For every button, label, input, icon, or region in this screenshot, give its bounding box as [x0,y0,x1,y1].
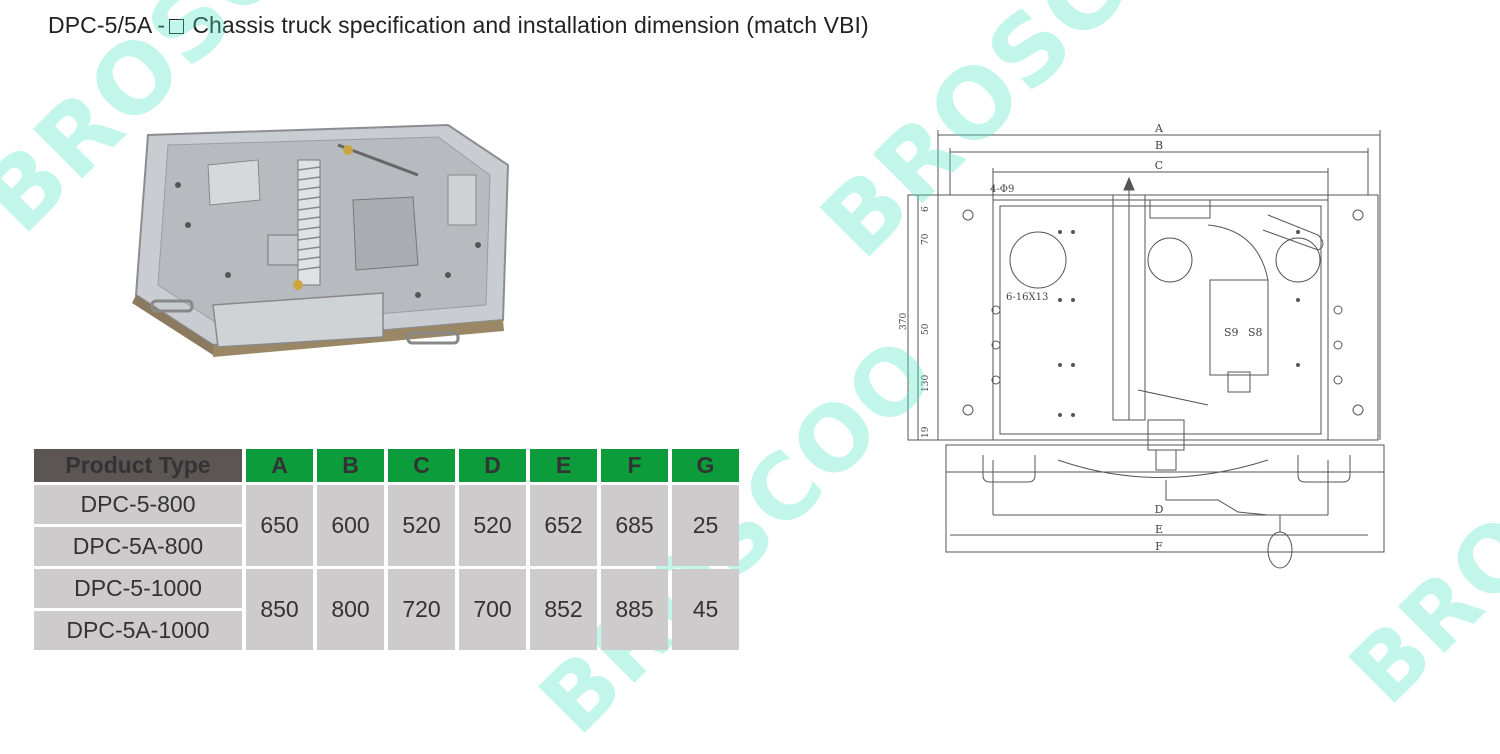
value-cell-f: 685 [601,485,668,566]
header-col-f: F [601,449,668,482]
value-cell-d: 700 [459,569,526,650]
title-text: Chassis truck specification and installa… [192,12,869,38]
dim-label-e: E [1155,523,1163,536]
product-type-cell: DPC-5-800 [34,485,242,524]
hole-label-6-16x13: 6-16X13 [1006,292,1048,303]
table-row: DPC-5A-800 [34,527,739,566]
side-dim-130: 130 [921,375,931,392]
title-prefix: DPC-5/5A - [48,12,166,38]
table-header-row: Product Type A B C D E F G [34,449,739,482]
dim-label-a: A [1154,122,1164,135]
module-label-s8: S8 [1248,326,1263,339]
value-cell-a: 850 [246,569,313,650]
side-dim-50: 50 [921,323,931,335]
page-title: DPC-5/5A - Chassis truck specification an… [48,12,869,39]
side-dim-70: 70 [921,233,931,245]
side-dim-19: 19 [921,426,931,438]
header-col-c: C [388,449,455,482]
header-col-a: A [246,449,313,482]
value-cell-e: 652 [530,485,597,566]
chassis-truck-photo [132,123,510,357]
value-cell-e: 852 [530,569,597,650]
product-type-cell: DPC-5A-800 [34,527,242,566]
value-cell-f: 885 [601,569,668,650]
value-cell-b: 800 [317,569,384,650]
header-col-e: E [530,449,597,482]
checkbox-square-icon [169,19,185,34]
dim-label-d: D [1155,503,1164,516]
module-label-s9: S9 [1224,326,1239,339]
value-cell-a: 650 [246,485,313,566]
dim-label-c: C [1155,159,1163,172]
value-cell-g: 45 [672,569,739,650]
dim-label-f: F [1155,540,1163,553]
header-col-d: D [459,449,526,482]
header-product-type: Product Type [34,449,242,482]
product-type-cell: DPC-5-1000 [34,569,242,608]
header-col-g: G [672,449,739,482]
spec-table: Product Type A B C D E F G DPC-5-800 650… [30,446,743,653]
product-type-cell: DPC-5A-1000 [34,611,242,650]
value-cell-b: 600 [317,485,384,566]
value-cell-g: 25 [672,485,739,566]
table-row: DPC-5-1000 850 800 720 700 852 885 45 [34,569,739,650]
value-cell-c: 720 [388,569,455,650]
dim-label-b: B [1155,139,1163,152]
value-cell-c: 520 [388,485,455,566]
table-row: DPC-5A-1000 [34,611,739,650]
table-row: DPC-5-800 650 600 520 520 652 685 25 [34,485,739,566]
installation-dimension-drawing: A B C D E F 6 70 370 50 130 19 4-Φ9 6-16… [899,122,1385,569]
side-dim-370: 370 [899,313,909,330]
value-cell-d: 520 [459,485,526,566]
hole-label-4-phi9: 4-Φ9 [990,184,1014,195]
side-dim-6: 6 [921,206,931,212]
header-col-b: B [317,449,384,482]
